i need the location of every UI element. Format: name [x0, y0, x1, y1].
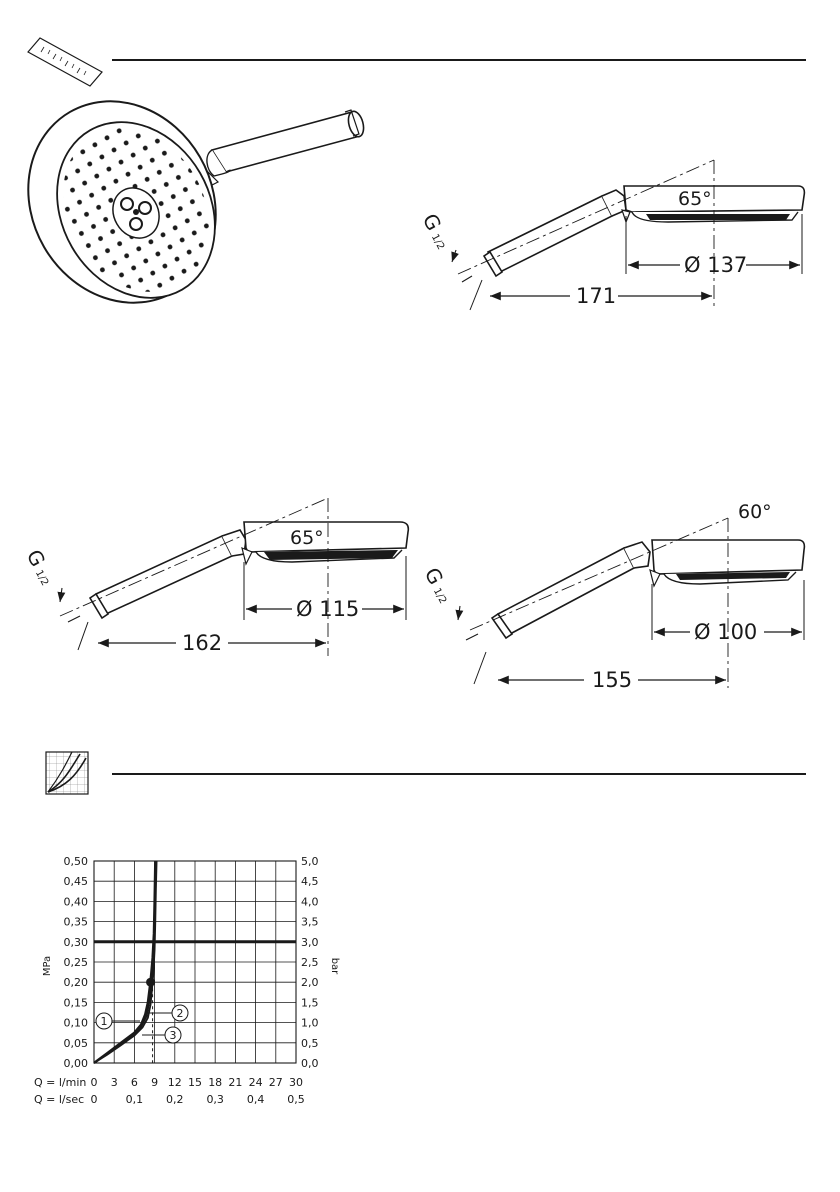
y-tick-bar: 4,5 [301, 875, 319, 888]
y-tick-mpa: 0,45 [64, 875, 89, 888]
x-tick-lmin: 3 [111, 1076, 118, 1089]
y-tick-mpa: 0,35 [64, 916, 89, 929]
drawing-d137: 65° Ø 137 171 G 1/2 [418, 160, 805, 310]
callout-label-3: 3 [170, 1029, 177, 1042]
x-tick-lmin: 6 [131, 1076, 138, 1089]
y-tick-mpa: 0,50 [64, 855, 89, 868]
length-label: 155 [592, 668, 632, 692]
y-tick-mpa: 0,30 [64, 936, 89, 949]
diameter-label: Ø 115 [296, 597, 359, 621]
thread-g-label: G [420, 564, 448, 589]
x-tick-lmin: 18 [208, 1076, 222, 1089]
y-tick-bar: 5,0 [301, 855, 319, 868]
y-tick-mpa: 0,15 [64, 996, 89, 1009]
ruler-icon [28, 38, 102, 86]
y-tick-bar: 1,0 [301, 1017, 319, 1030]
x-axis-label-lsec: Q = l/sec [34, 1093, 84, 1106]
flow-chart: 1230,000,050,100,150,200,250,300,350,400… [34, 855, 340, 1106]
section-header-flow [46, 752, 806, 794]
operating-point-marker [146, 978, 155, 987]
x-tick-lmin: 21 [228, 1076, 242, 1089]
handle-outline [492, 542, 650, 638]
x-tick-lsec: 0,1 [126, 1093, 144, 1106]
y-tick-bar: 2,5 [301, 956, 319, 969]
y-tick-bar: 3,0 [301, 936, 319, 949]
y-tick-mpa: 0,20 [64, 976, 89, 989]
y-tick-mpa: 0,25 [64, 956, 89, 969]
x-tick-lmin: 15 [188, 1076, 202, 1089]
head-side-view [622, 186, 804, 222]
thread-g-label: G [418, 210, 446, 235]
flow-diagram-icon [46, 752, 88, 794]
head-side-view [650, 540, 804, 586]
thread-size-label: 1/2 [33, 568, 50, 587]
x-tick-lsec: 0 [91, 1093, 98, 1106]
y-axis-label-mpa: MPa [42, 956, 53, 976]
handle [200, 110, 366, 186]
y-tick-mpa: 0,40 [64, 895, 89, 908]
x-tick-lmin: 9 [151, 1076, 158, 1089]
x-tick-lsec: 0,4 [247, 1093, 265, 1106]
x-tick-lmin: 12 [168, 1076, 182, 1089]
angle-label: 65° [678, 188, 712, 210]
x-tick-lsec: 0,5 [287, 1093, 305, 1106]
x-tick-lmin: 30 [289, 1076, 303, 1089]
y-tick-mpa: 0,05 [64, 1037, 89, 1050]
x-tick-lsec: 0,2 [166, 1093, 184, 1106]
section-header-dimensions [28, 38, 806, 86]
y-axis-label-bar: bar [329, 958, 340, 975]
drawing-d115: 65° Ø 115 162 G 1/2 [22, 498, 409, 656]
y-tick-bar: 0,5 [301, 1037, 319, 1050]
x-tick-lmin: 27 [269, 1076, 283, 1089]
y-tick-bar: 0,0 [301, 1057, 319, 1070]
handle-outline [484, 190, 626, 276]
callout-label-1: 1 [101, 1015, 108, 1028]
drawing-d100: 60° Ø 100 155 G 1/2 [420, 501, 805, 692]
thread-size-label: 1/2 [429, 232, 446, 251]
head-side-view [242, 522, 408, 564]
callout-label-2: 2 [177, 1007, 184, 1020]
y-tick-mpa: 0,00 [64, 1057, 89, 1070]
angle-label: 65° [290, 527, 324, 549]
length-label: 162 [182, 631, 222, 655]
y-tick-bar: 4,0 [301, 895, 319, 908]
y-tick-bar: 3,5 [301, 916, 319, 929]
x-tick-lsec: 0,3 [206, 1093, 224, 1106]
shower-head-perspective [0, 67, 366, 337]
length-label: 171 [576, 284, 616, 308]
diameter-label: Ø 100 [694, 620, 757, 644]
x-tick-lmin: 24 [249, 1076, 263, 1089]
angle-label: 60° [738, 501, 772, 523]
thread-g-label: G [22, 546, 50, 571]
handle-outline [90, 530, 246, 618]
x-axis-label-lmin: Q = l/min [34, 1076, 86, 1089]
thread-size-label: 1/2 [431, 586, 448, 605]
y-tick-bar: 2,0 [301, 976, 319, 989]
y-tick-mpa: 0,10 [64, 1017, 89, 1030]
diameter-label: Ø 137 [684, 253, 747, 277]
x-tick-lmin: 0 [91, 1076, 98, 1089]
y-tick-bar: 1,5 [301, 996, 319, 1009]
